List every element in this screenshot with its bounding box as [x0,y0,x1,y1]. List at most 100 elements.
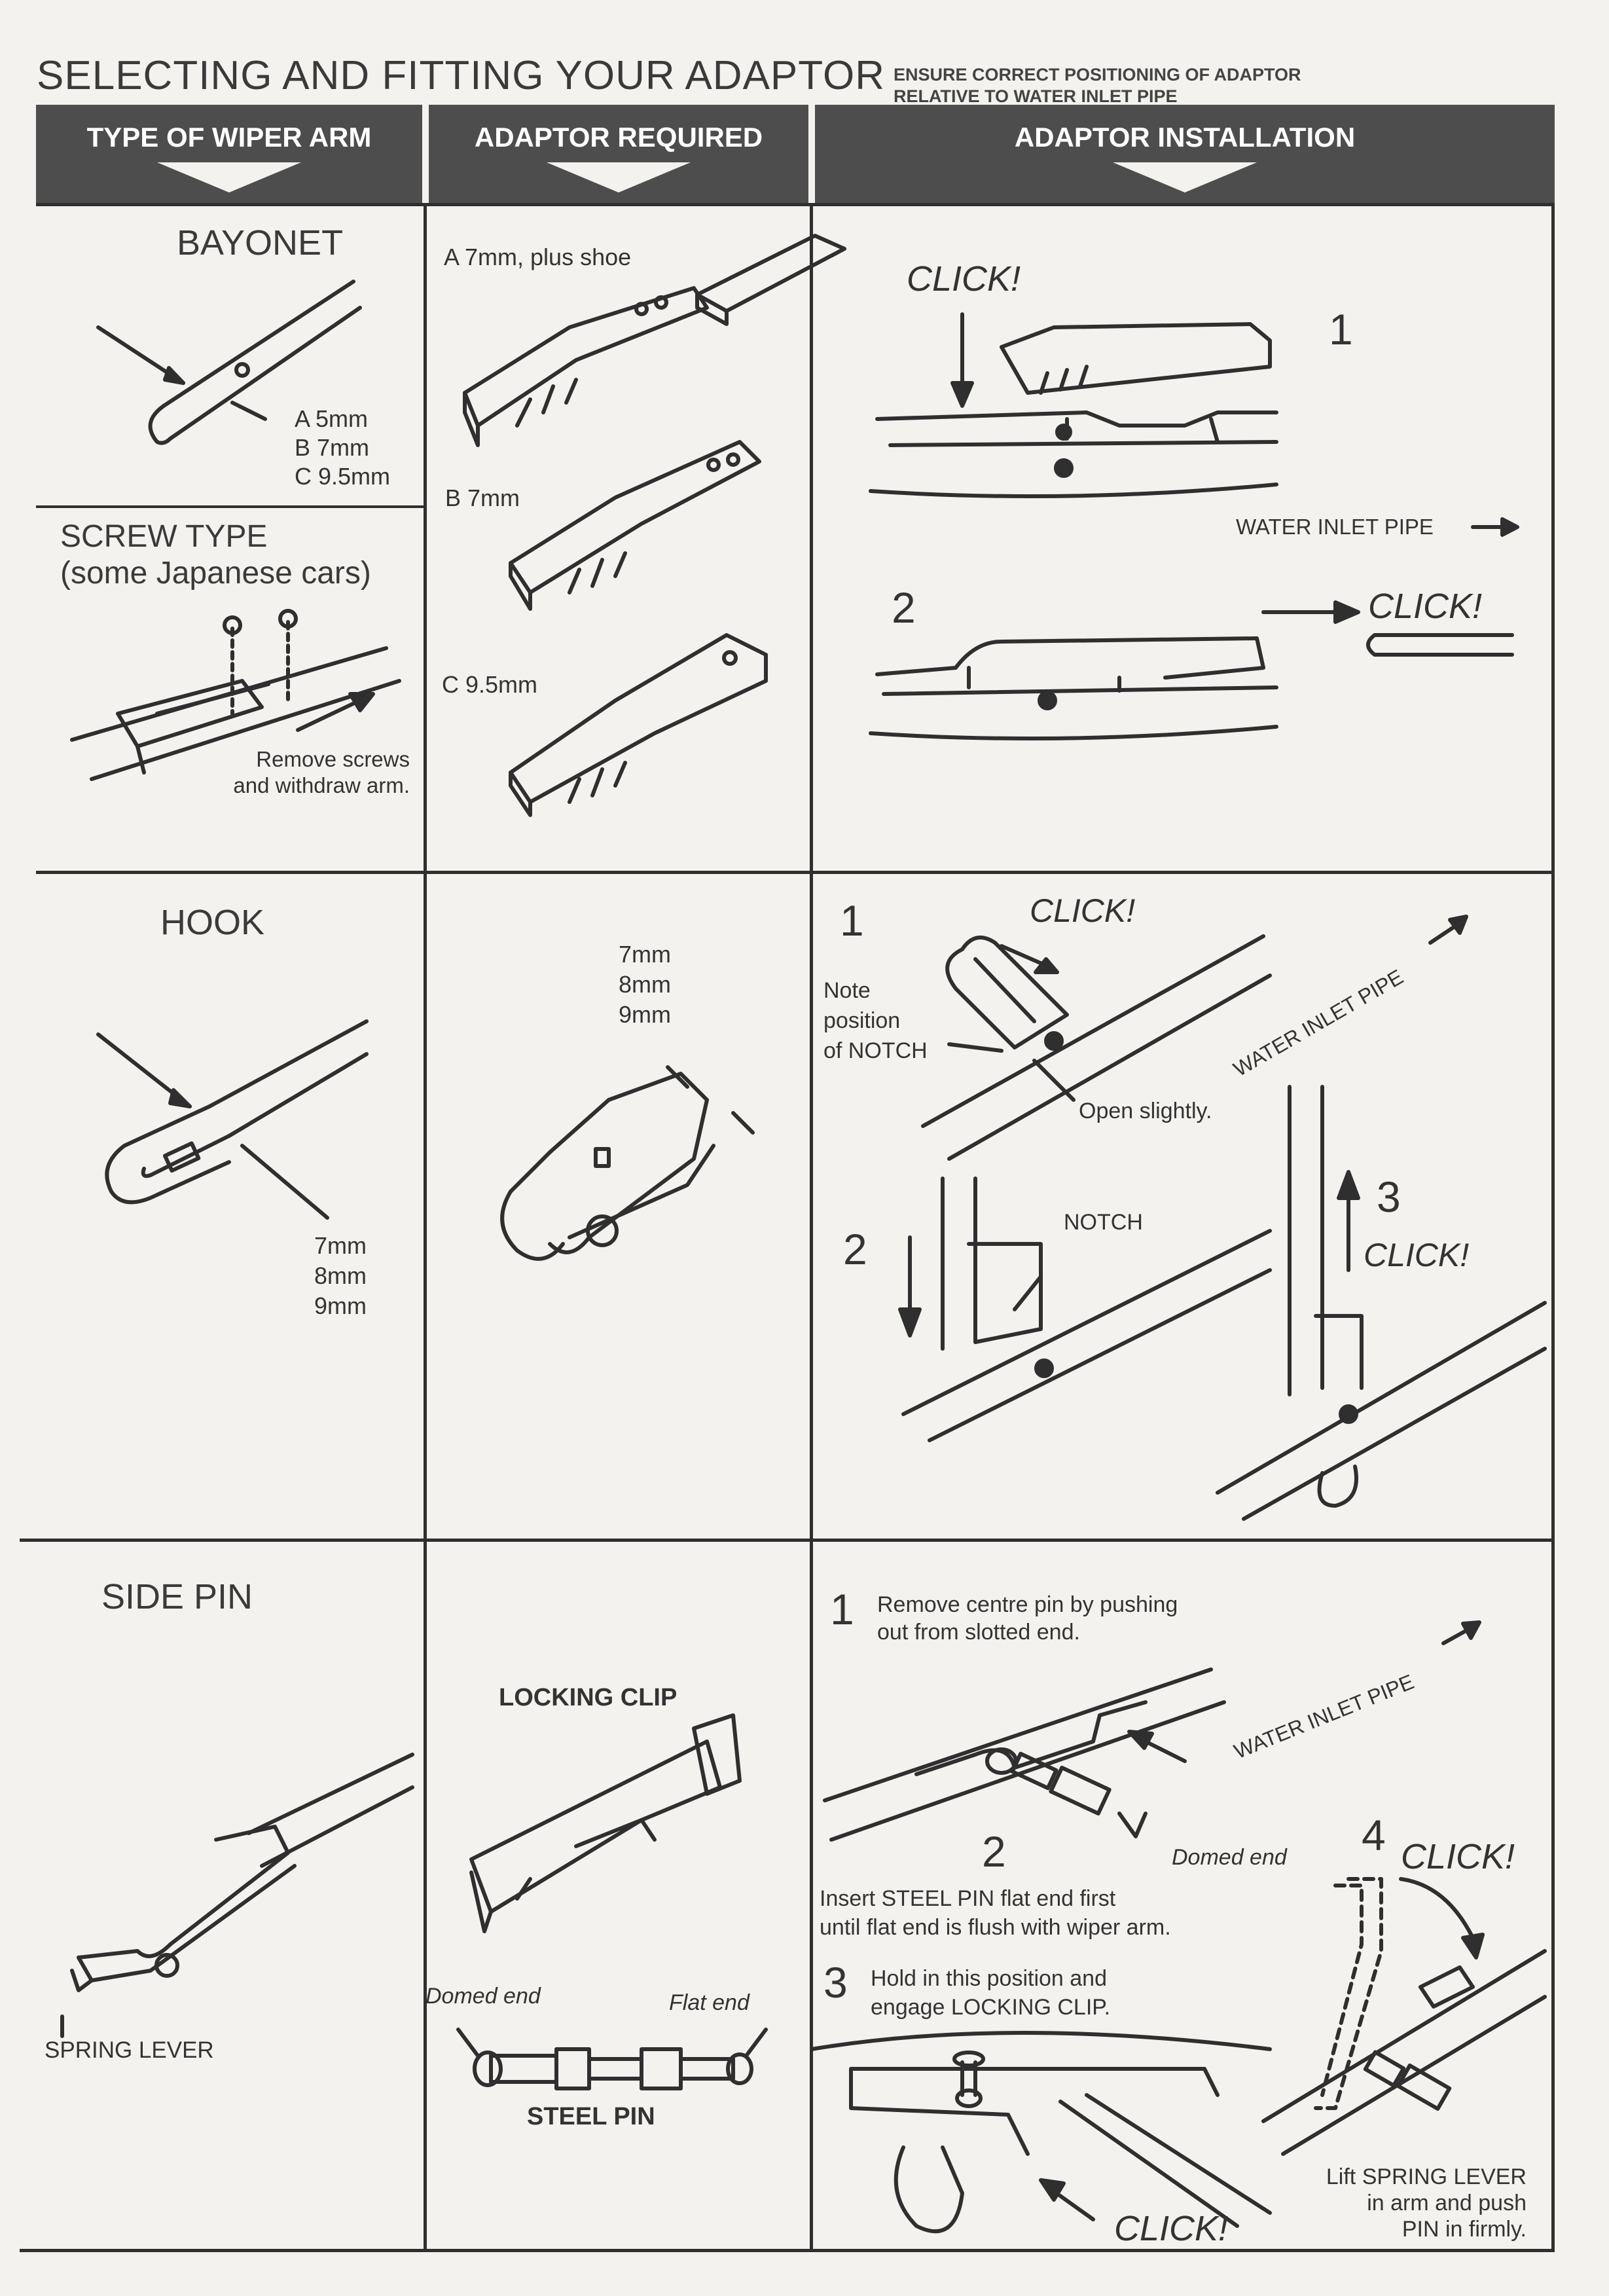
bayonet-sizes: A 5mm B 7mm C 9.5mm [295,405,390,491]
side-pin-step3-line1: Hold in this position and [871,1966,1108,1991]
positioning-note-line1: ENSURE CORRECT POSITIONING OF ADAPTOR [894,65,1301,84]
grid-line-row3 [20,1539,1555,1542]
grid-line-right [1551,203,1555,2252]
diagonal-arrow-icon [1428,915,1468,945]
side-pin-arm-illustration [70,1753,414,1992]
screw-type-instruction-line2: and withdraw arm. [233,773,410,797]
bayonet-title: BAYONET [177,223,344,263]
side-pin-step2-line1: Insert STEEL PIN flat end first [820,1886,1116,1911]
side-pin-step1-line1: Remove centre pin by pushing [877,1592,1178,1617]
down-arrow-icon [157,162,301,192]
bayonet-step-1: 1 [1329,305,1353,354]
side-pin-lift-line3: PIN in firmly. [1401,2217,1527,2242]
side-pin-lift-text: Lift SPRING LEVER in arm and push PIN in… [1290,2164,1527,2242]
bayonet-install-step2-illustration [869,636,1278,740]
hook-arm-size-8: 8mm [314,1262,367,1289]
hook-notch-label: NOTCH [1064,1210,1143,1235]
side-pin-lift-line1: Lift SPRING LEVER [1326,2164,1527,2189]
side-pin-step-3: 3 [823,1958,848,2007]
grid-line-row2 [36,871,1555,874]
hook-click-1: CLICK! [1030,892,1136,929]
bayonet-size-a: A 5mm [295,405,369,432]
hook-notch-note-line1: Note [823,978,871,1003]
hook-click-3: CLICK! [1364,1237,1470,1273]
grid-line-bottom [20,2249,1555,2252]
screw-type-instruction-line1: Remove screws [256,747,410,771]
down-arrow-icon [547,162,691,192]
page-title: SELECTING AND FITTING YOUR ADAPTOR [37,53,886,98]
hook-adaptor-size-7: 7mm [619,941,671,968]
side-pin-step1-text: Remove centre pin by pushing out from sl… [877,1591,1178,1646]
side-pin-install-step4-illustration [1261,1877,1547,2156]
screw-type-subtitle: (some Japanese cars) [60,556,371,591]
steel-pin-label: STEEL PIN [527,2103,655,2130]
column-header-adaptor-installation: ADAPTOR INSTALLATION [815,105,1555,203]
hook-notch-note-line2: position [823,1008,901,1033]
column-header-adaptor-required-label: ADAPTOR REQUIRED [474,122,763,153]
pin-flat-end-label: Flat end [669,1990,750,2015]
grid-line-col2 [810,203,813,2252]
bayonet-arm-illustration [96,280,362,445]
adaptor-shoe-illustration [1366,633,1514,657]
adaptor-b-illustration [509,440,761,611]
side-pin-lift-line2: in arm and push [1367,2191,1527,2215]
column-header-adaptor-required: ADAPTOR REQUIRED [429,105,808,203]
hook-open-slightly: Open slightly. [1079,1099,1212,1123]
locking-clip-illustration [469,1713,742,1933]
column-header-wiper-arm-label: TYPE OF WIPER ARM [86,122,372,153]
hook-arm-size-9: 9mm [314,1292,367,1319]
side-pin-step3-text: Hold in this position and engage LOCKING… [871,1964,1110,2022]
side-pin-click-4: CLICK! [1401,1837,1515,1876]
bayonet-size-c: C 9.5mm [295,463,391,490]
bayonet-install-step1-illustration [869,312,1278,498]
hook-arm-sizes: 7mm 8mm 9mm [314,1231,367,1321]
hook-install-step3-illustration [1216,1085,1547,1521]
right-arrow-icon [1471,517,1519,537]
hook-adaptor-size-9: 9mm [619,1001,671,1028]
hook-adaptor-sizes: 7mm 8mm 9mm [619,939,671,1030]
bayonet-size-b: B 7mm [295,434,370,461]
grid-line-col1 [424,203,427,2252]
spring-lever-pointer [60,2014,64,2038]
right-arrow-icon [1261,600,1360,624]
pin-domed-end-label: Domed end [425,1984,541,2009]
adaptor-c-illustration [509,633,768,817]
hook-step-3: 3 [1377,1173,1401,1221]
hook-title: HOOK [160,903,265,942]
side-pin-step-1: 1 [830,1585,854,1633]
hook-notch-note: Note position of NOTCH [823,975,928,1066]
adaptor-a-illustration [463,234,846,447]
spring-lever-label: SPRING LEVER [45,2037,214,2063]
side-pin-step2-line2: until flat end is flush with wiper arm. [820,1915,1171,1940]
hook-arm-size-7: 7mm [314,1232,367,1259]
grid-line-bayonet-screw [36,505,424,508]
column-header-adaptor-installation-label: ADAPTOR INSTALLATION [1014,122,1356,153]
positioning-note: ENSURE CORRECT POSITIONING OF ADAPTOR RE… [894,64,1301,107]
down-arrow-icon [1113,162,1257,192]
bayonet-water-inlet-label: WATER INLET PIPE [1236,515,1434,539]
hook-arm-illustration [96,1019,369,1220]
hook-notch-note-line3: of NOTCH [823,1038,928,1063]
side-pin-step3-line2: engage LOCKING CLIP. [871,1995,1111,2020]
diagonal-arrow-icon [1441,1620,1481,1645]
screw-type-instruction: Remove screws and withdraw arm. [194,746,410,799]
adaptor-c-label: C 9.5mm [442,671,538,698]
hook-step-2: 2 [843,1225,867,1273]
hook-adaptor-illustration [500,1065,755,1261]
side-pin-click-3: CLICK! [1114,2209,1229,2248]
side-pin-title: SIDE PIN [101,1577,253,1616]
positioning-note-line2: RELATIVE TO WATER INLET PIPE [894,86,1178,106]
grid-line-top [36,203,1555,206]
side-pin-step1-line2: out from slotted end. [877,1620,1080,1645]
column-header-wiper-arm: TYPE OF WIPER ARM [36,105,422,203]
side-pin-domed-end-label: Domed end [1172,1845,1287,1870]
hook-install-step1-illustration [921,934,1272,1161]
side-pin-step-4: 4 [1362,1811,1386,1859]
locking-clip-label: LOCKING CLIP [499,1684,678,1711]
bayonet-step-2: 2 [892,583,916,632]
screw-type-arm-illustration [70,609,401,781]
adaptor-b-label: B 7mm [445,484,520,511]
side-pin-install-step3-illustration [810,2031,1272,2234]
screw-type-title: SCREW TYPE [60,519,268,554]
hook-adaptor-size-8: 8mm [619,971,671,998]
